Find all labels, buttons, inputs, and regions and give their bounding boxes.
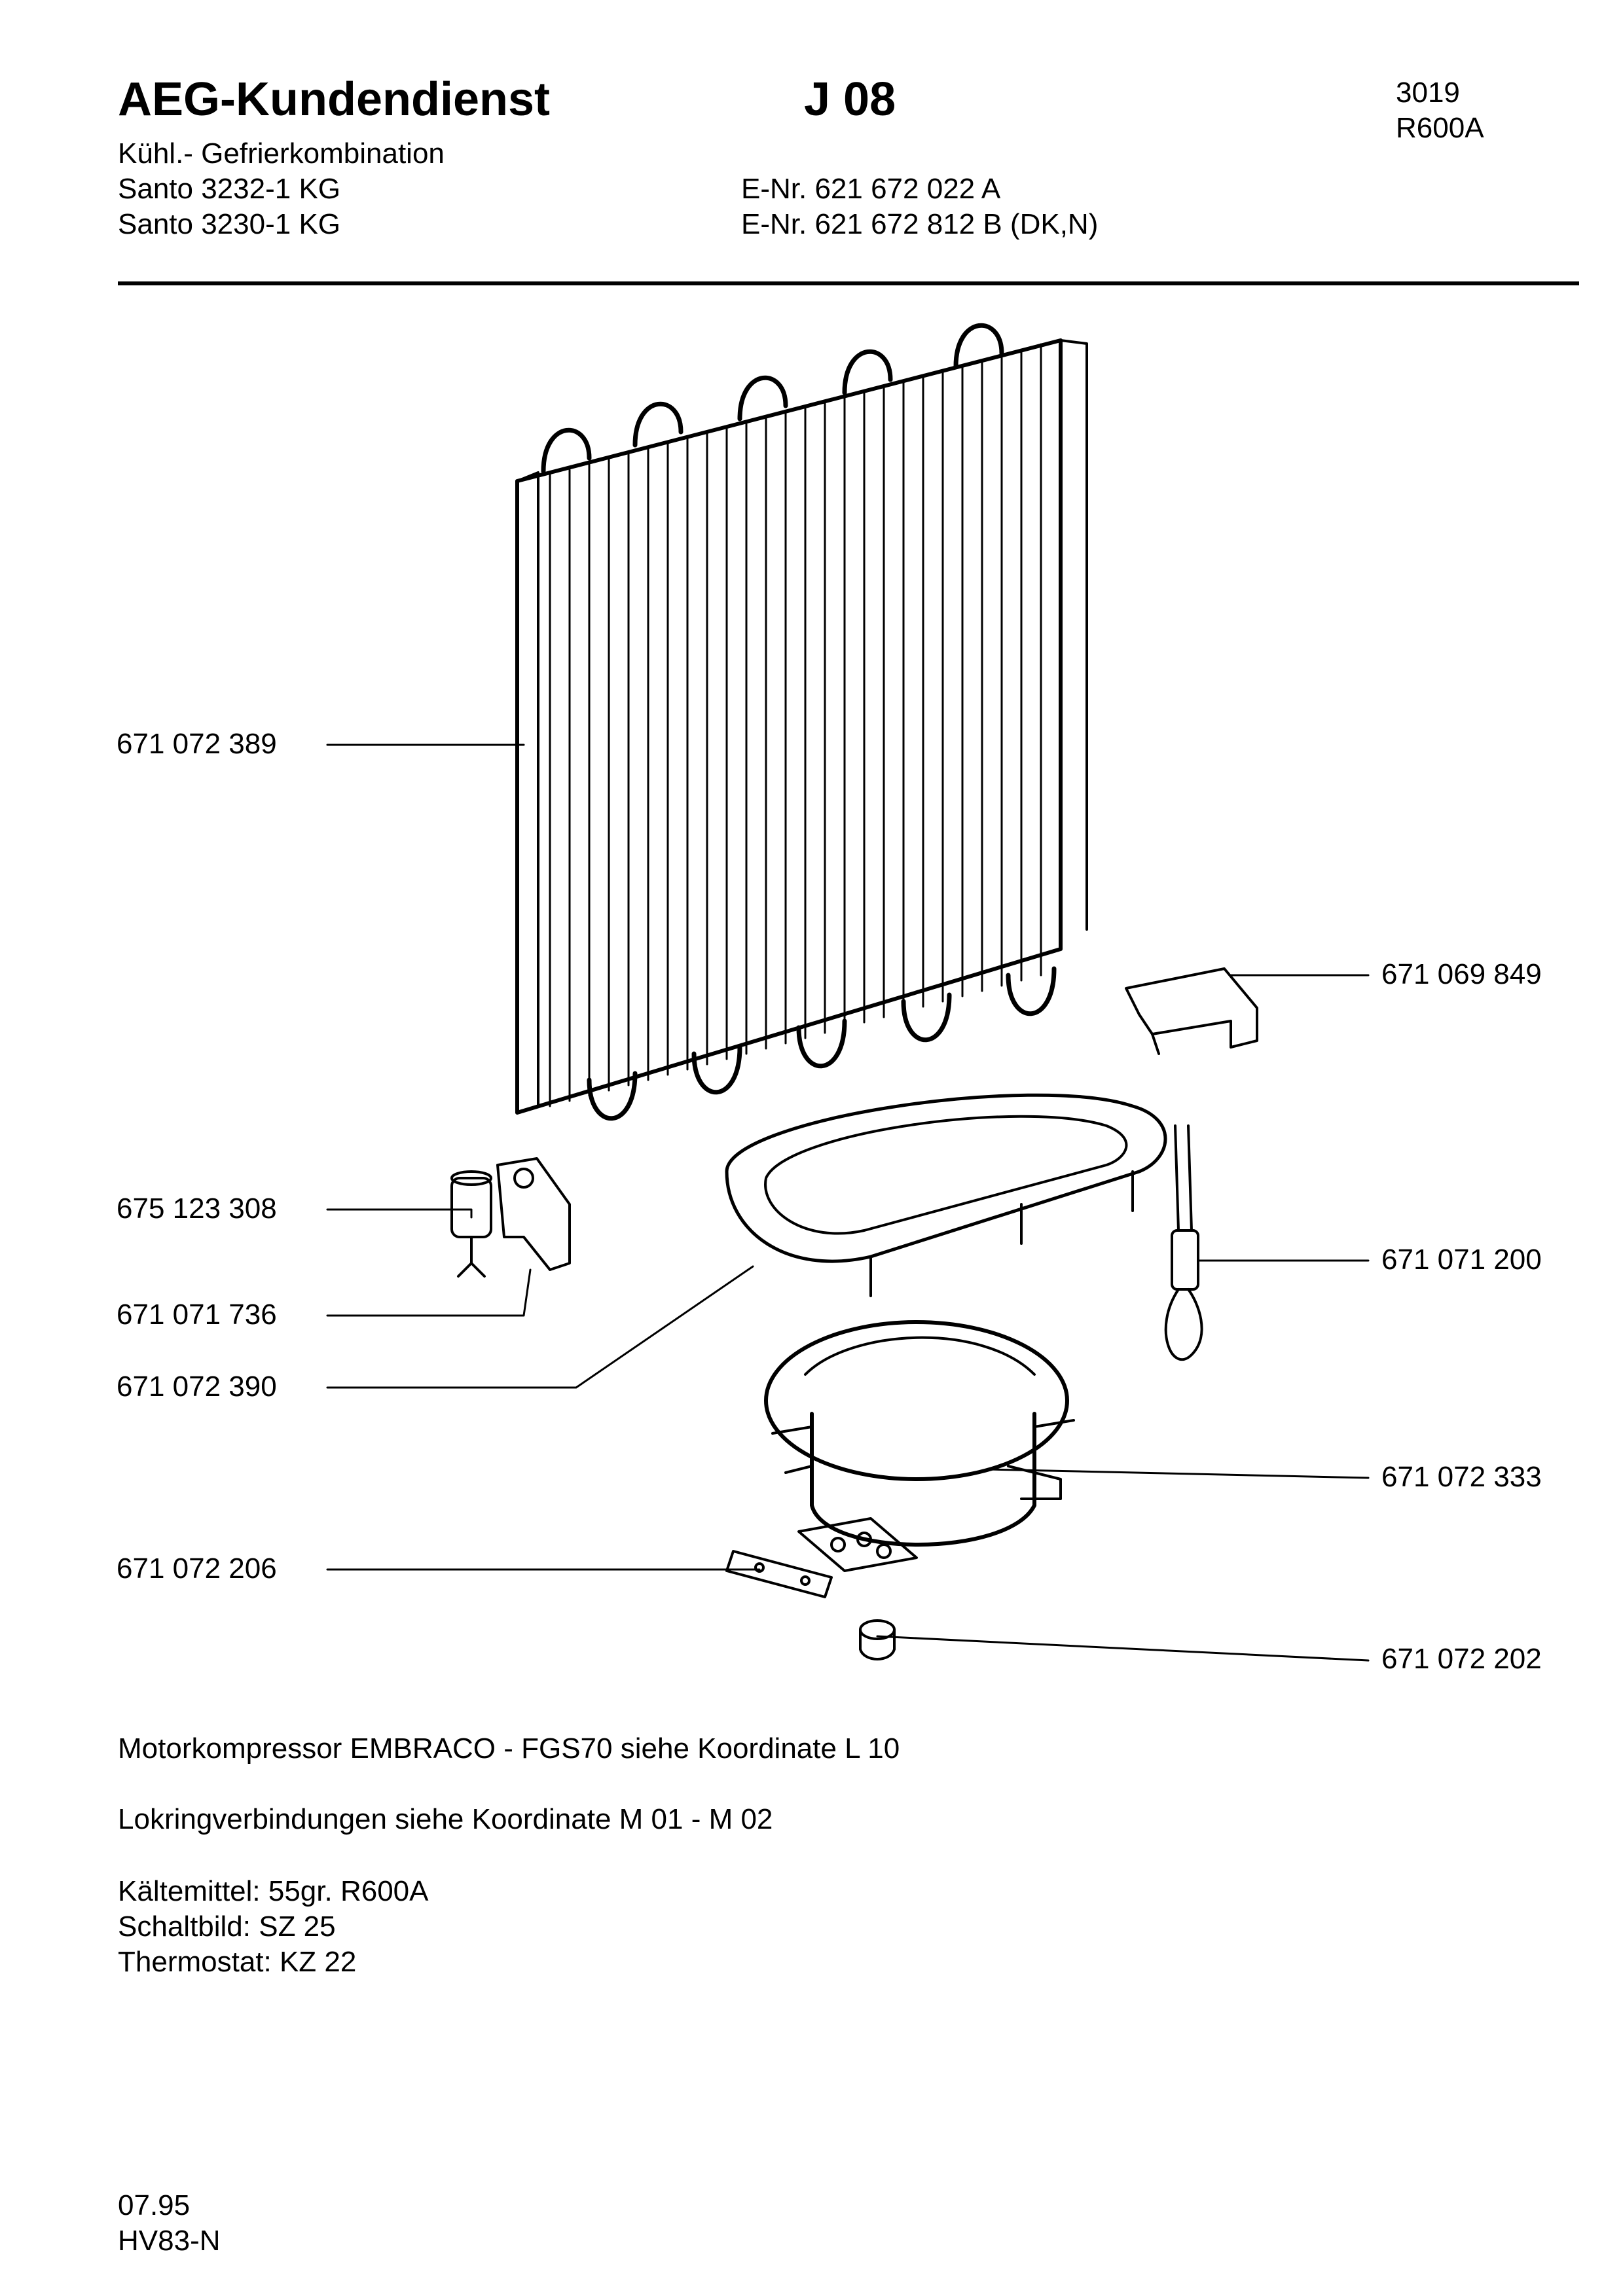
note-refrigerant: Kältemittel: 55gr. R600A	[118, 1875, 429, 1907]
model-name: Santo 3230-1 KG	[118, 208, 341, 240]
appliance-category: Kühl.- Gefrierkombination	[118, 137, 445, 170]
rubber-grommet-illustration	[859, 1619, 896, 1660]
part-number-capillary-sensor: 671 071 200	[1381, 1244, 1542, 1276]
footer-ref: HV83-N	[118, 2225, 221, 2257]
drip-tray-illustration	[725, 1093, 1167, 1297]
note-thermostat: Thermostat: KZ 22	[118, 1946, 357, 1978]
condenser-illustration	[515, 323, 1088, 1121]
part-number-rubber-grommet: 671 072 202	[1381, 1643, 1542, 1675]
relay-illustration	[450, 1157, 571, 1278]
refrigerant-code: R600A	[1396, 112, 1484, 144]
part-number-relay-bracket: 671 071 736	[117, 1299, 277, 1331]
document-number: 3019	[1396, 77, 1460, 109]
part-number-condenser: 671 072 389	[117, 728, 277, 760]
brand-title: AEG-Kundendienst	[118, 73, 550, 126]
note-wiring: Schaltbild: SZ 25	[118, 1910, 336, 1943]
model-enr: E-Nr. 621 672 022 A	[741, 173, 1001, 205]
part-number-relay: 675 123 308	[117, 1193, 277, 1225]
clip-illustration	[1125, 967, 1258, 1055]
leader-lines	[326, 744, 1370, 1662]
note-compressor: Motorkompressor EMBRACO - FGS70 siehe Ko…	[118, 1732, 900, 1765]
mount-plate-illustration	[725, 1550, 833, 1598]
part-number-mount-plate: 671 072 206	[117, 1552, 277, 1585]
capillary-sensor-illustration	[1164, 1124, 1203, 1361]
part-number-compressor: 671 072 333	[1381, 1461, 1542, 1493]
part-number-drip-tray: 671 072 390	[117, 1371, 277, 1403]
model-enr: E-Nr. 621 672 812 B (DK,N)	[741, 208, 1099, 240]
note-lokring: Lokringverbindungen siehe Koordinate M 0…	[118, 1803, 773, 1835]
header-divider	[118, 281, 1579, 285]
page-code: J 08	[804, 73, 896, 126]
model-name: Santo 3232-1 KG	[118, 173, 341, 205]
part-number-clip: 671 069 849	[1381, 958, 1542, 990]
compressor-illustration	[764, 1320, 1075, 1572]
footer-date: 07.95	[118, 2189, 191, 2221]
